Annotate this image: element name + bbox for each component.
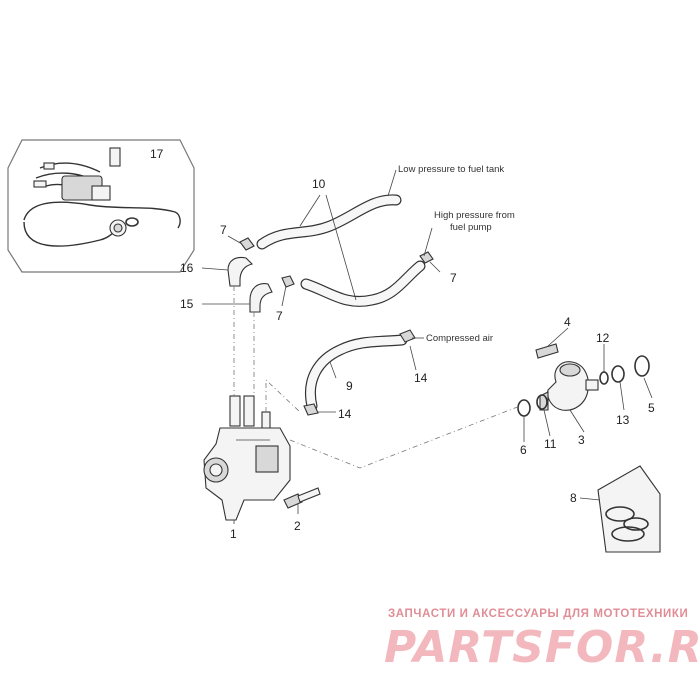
callout-14-upper: 14 (414, 371, 428, 385)
callout-16: 16 (180, 261, 194, 275)
callout-8: 8 (570, 491, 577, 505)
part-10-hoses (256, 194, 426, 307)
callout-17: 17 (150, 147, 164, 161)
callout-9: 9 (346, 379, 353, 393)
part-17-wiring-harness (7, 139, 195, 273)
part-15-elbow-fitting (249, 283, 273, 313)
part-13-o-ring (611, 365, 625, 383)
callout-13: 13 (616, 413, 630, 427)
part-7-clamps (239, 237, 434, 288)
callout-10: 10 (312, 177, 326, 191)
part-1-valve-body (203, 395, 291, 521)
part-5-o-ring (634, 355, 650, 377)
callout-5: 5 (648, 401, 655, 415)
callout-11: 11 (544, 437, 557, 451)
label-low-pressure: Low pressure to fuel tank (398, 164, 504, 175)
callout-2: 2 (294, 519, 301, 533)
watermark: ЗАПЧАСТИ И АКСЕССУАРЫ ДЛЯ МОТОТЕХНИКИ PA… (384, 608, 700, 673)
part-16-elbow-fitting (227, 256, 254, 287)
callout-3: 3 (578, 433, 585, 447)
part-12-o-ring (599, 371, 609, 385)
label-high-pressure-line-1: High pressure from (434, 210, 515, 221)
label-compressed-air: Compressed air (426, 333, 493, 344)
watermark-tagline: ЗАПЧАСТИ И АКСЕССУАРЫ ДЛЯ МОТОТЕХНИКИ (388, 608, 688, 620)
label-high-pressure-line-2: fuel pump (450, 222, 492, 233)
part-2-bolt (283, 487, 321, 509)
callout-14-lower: 14 (338, 407, 352, 421)
watermark-brand: PARTSFOR.RU (384, 622, 700, 673)
callout-4: 4 (564, 315, 571, 329)
leader-lines (201, 169, 653, 524)
callout-12: 12 (596, 331, 610, 345)
part-6-o-ring (517, 399, 531, 417)
part-8-gasket-kit (597, 465, 661, 553)
callout-6: 6 (520, 443, 527, 457)
part-11-o-ring (536, 394, 548, 410)
part-4-clip (535, 343, 559, 359)
part-3-pump (539, 361, 599, 411)
part-9-air-hose (303, 329, 416, 416)
callout-7-middle: 7 (276, 309, 283, 323)
callout-7-right: 7 (450, 271, 457, 285)
alignment-lines (233, 286, 521, 469)
callout-7-top: 7 (220, 223, 227, 237)
callout-1: 1 (230, 527, 237, 541)
callout-15: 15 (180, 297, 194, 311)
